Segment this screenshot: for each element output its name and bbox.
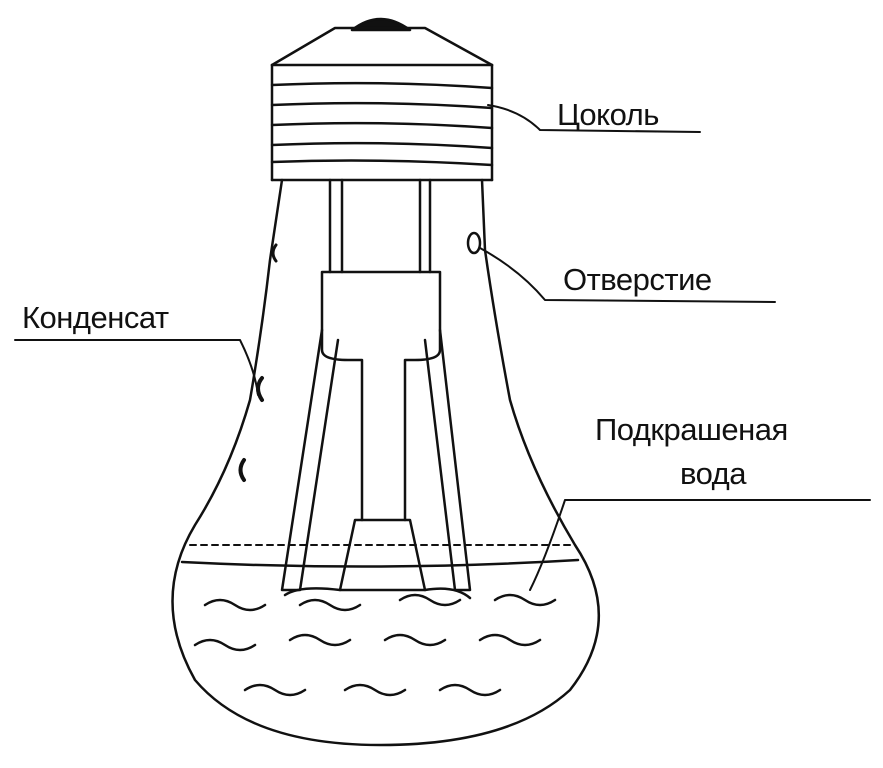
wire-right [423, 328, 472, 592]
label-water-line1: Подкрашеная [595, 412, 788, 447]
label-condensate: Конденсат [22, 300, 169, 335]
bulb-glass [171, 178, 601, 747]
water-surface [180, 558, 580, 568]
screw-threads [270, 63, 494, 182]
label-hole: Отверстие [563, 262, 712, 297]
water-waves [193, 593, 557, 697]
leader-hole [479, 247, 776, 303]
wire-left [280, 328, 340, 592]
leader-condensate [14, 339, 259, 396]
glass-stem [320, 178, 442, 592]
label-water-line2: вода [680, 456, 747, 491]
label-base: Цоколь [557, 97, 659, 132]
base-cone [270, 26, 494, 67]
leader-water [529, 499, 871, 591]
hole [466, 231, 482, 255]
leader-base [487, 104, 701, 133]
